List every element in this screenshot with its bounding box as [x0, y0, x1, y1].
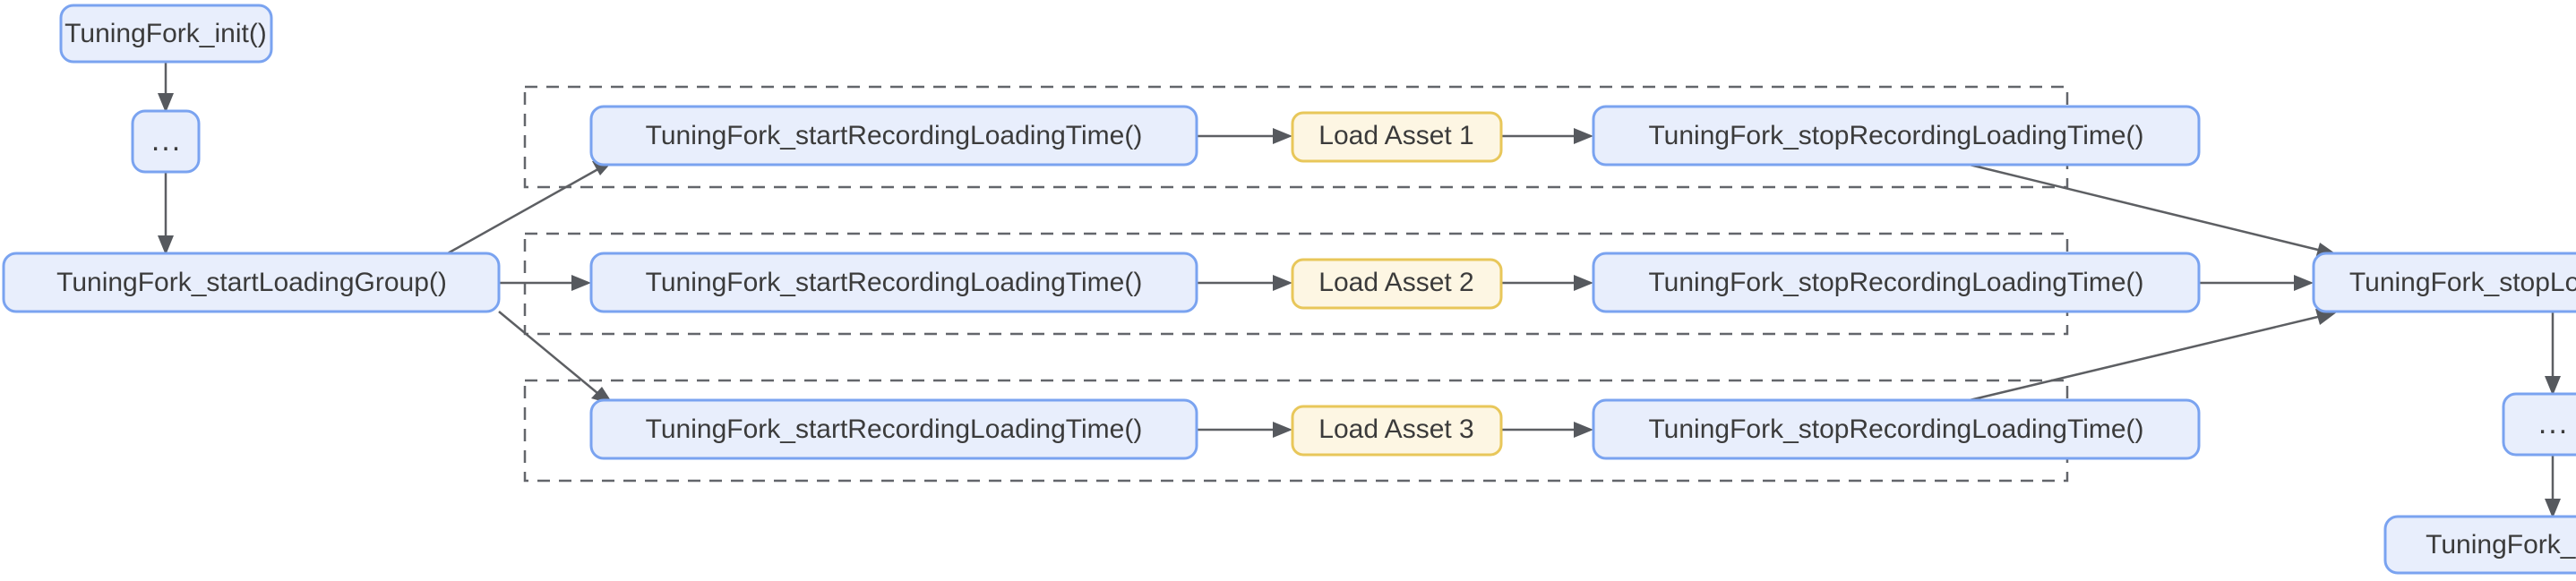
edge-start-recording-3-to-asset-3	[1197, 422, 1292, 438]
node-load-asset-2-shape[interactable]	[1291, 258, 1503, 310]
node-tuningfork-start-loading-group[interactable]: TuningFork_startLoadingGroup()	[2, 252, 501, 313]
node-tuningfork-stop-recording-3-shape[interactable]	[1592, 398, 2201, 460]
node-tuningfork-start-recording-3[interactable]: TuningFork_startRecordingLoadingTime()	[589, 398, 1198, 460]
node-ellipsis-before-destroy-shape[interactable]	[2502, 392, 2576, 457]
edge-start-group-to-start-recording-1	[442, 160, 614, 269]
node-tuningfork-start-recording-3-shape[interactable]	[589, 398, 1198, 460]
node-tuningfork-init-shape[interactable]	[59, 4, 273, 64]
edge-stop-recording-3-to-stop-group	[1969, 309, 2338, 402]
edge-start-group-to-start-recording-2	[499, 275, 591, 291]
node-tuningfork-destroy[interactable]: TuningFork_destroy()	[2383, 515, 2576, 575]
node-load-asset-1[interactable]: Load Asset 1	[1291, 111, 1503, 163]
node-tuningfork-init-label: TuningFork_init()	[64, 19, 267, 48]
node-tuningfork-start-recording-1-shape[interactable]	[589, 105, 1198, 167]
node-tuningfork-stop-recording-2[interactable]: TuningFork_stopRecordingLoadingTime()	[1592, 252, 2201, 313]
edge-asset-3-to-stop-recording-3	[1501, 422, 1593, 438]
node-load-asset-3-label: Load Asset 3	[1318, 414, 1473, 444]
node-tuningfork-start-recording-3-label: TuningFork_startRecordingLoadingTime()	[646, 414, 1143, 444]
node-tuningfork-stop-recording-1-shape[interactable]	[1592, 105, 2201, 167]
node-tuningfork-start-recording-1[interactable]: TuningFork_startRecordingLoadingTime()	[589, 105, 1198, 167]
edge-start-recording-1-to-asset-1	[1197, 128, 1292, 144]
node-tuningfork-start-loading-group-label: TuningFork_startLoadingGroup()	[56, 268, 447, 297]
node-tuningfork-stop-recording-2-shape[interactable]	[1592, 252, 2201, 313]
edge-asset-2-to-stop-recording-2	[1501, 275, 1593, 291]
node-load-asset-2[interactable]: Load Asset 2	[1291, 258, 1503, 310]
node-tuningfork-stop-loading-group-label: TuningFork_stopLoadingGroup()	[2349, 268, 2576, 297]
node-load-asset-1-shape[interactable]	[1291, 111, 1503, 163]
node-tuningfork-start-recording-2-shape[interactable]	[589, 252, 1198, 313]
node-tuningfork-stop-recording-2-label: TuningFork_stopRecordingLoadingTime()	[1648, 268, 2143, 297]
node-tuningfork-stop-loading-group[interactable]: TuningFork_stopLoadingGroup()	[2312, 252, 2576, 313]
node-ellipsis-after-init-shape[interactable]	[131, 109, 201, 174]
node-load-asset-1-label: Load Asset 1	[1318, 121, 1473, 150]
edge-ellipsis-to-destroy	[2545, 455, 2561, 518]
node-tuningfork-stop-recording-3[interactable]: TuningFork_stopRecordingLoadingTime()	[1592, 398, 2201, 460]
edge-stop-recording-1-to-stop-group	[1969, 163, 2338, 259]
edge-init-to-ellipsis	[158, 62, 174, 113]
node-tuningfork-start-recording-2-label: TuningFork_startRecordingLoadingTime()	[646, 268, 1143, 297]
node-tuningfork-destroy-label: TuningFork_destroy()	[2426, 530, 2576, 560]
edge-stop-group-to-ellipsis	[2545, 312, 2561, 396]
edge-start-group-to-start-recording-3	[498, 311, 614, 405]
node-tuningfork-stop-recording-3-label: TuningFork_stopRecordingLoadingTime()	[1648, 414, 2143, 444]
node-tuningfork-init[interactable]: TuningFork_init()	[59, 4, 273, 64]
node-load-asset-3[interactable]: Load Asset 3	[1291, 405, 1503, 457]
node-ellipsis-before-destroy-label: ...	[2538, 406, 2569, 440]
node-tuningfork-start-recording-2[interactable]: TuningFork_startRecordingLoadingTime()	[589, 252, 1198, 313]
edge-stop-recording-2-to-stop-group	[2199, 275, 2314, 291]
edge-start-recording-2-to-asset-2	[1197, 275, 1292, 291]
node-load-asset-3-shape[interactable]	[1291, 405, 1503, 457]
edge-ellipsis-to-start-loading-group	[158, 172, 174, 255]
node-tuningfork-destroy-shape[interactable]	[2383, 515, 2576, 575]
node-tuningfork-start-recording-1-label: TuningFork_startRecordingLoadingTime()	[646, 121, 1143, 150]
node-tuningfork-stop-loading-group-shape[interactable]	[2312, 252, 2576, 313]
node-ellipsis-after-init-label: ...	[151, 124, 182, 158]
node-tuningfork-stop-recording-1[interactable]: TuningFork_stopRecordingLoadingTime()	[1592, 105, 2201, 167]
node-tuningfork-start-loading-group-shape[interactable]	[2, 252, 501, 313]
node-tuningfork-stop-recording-1-label: TuningFork_stopRecordingLoadingTime()	[1648, 121, 2143, 150]
node-ellipsis-after-init[interactable]: ...	[131, 109, 201, 174]
edge-asset-1-to-stop-recording-1	[1501, 128, 1593, 144]
node-group: TuningFork_init() ... TuningFork_startLo…	[2, 4, 2576, 575]
node-load-asset-2-label: Load Asset 2	[1318, 268, 1473, 297]
node-ellipsis-before-destroy[interactable]: ...	[2502, 392, 2576, 457]
